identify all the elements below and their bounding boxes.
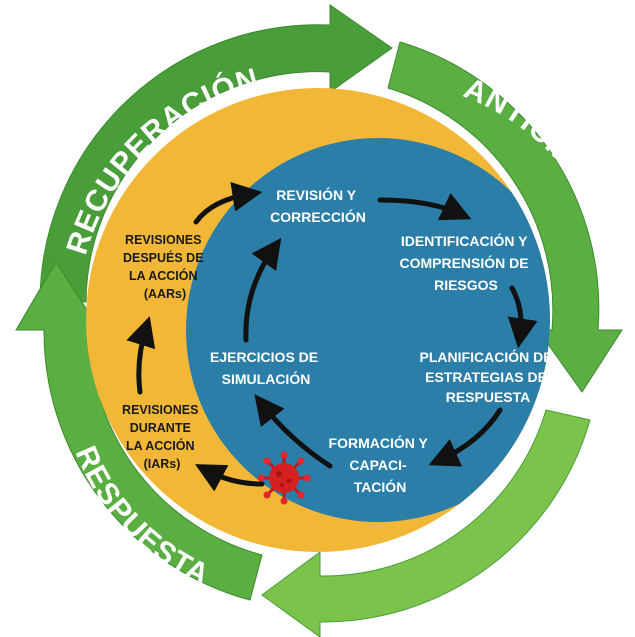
- inner-cycle-arrows: [243, 193, 538, 469]
- arrow-training-to-simulation: [254, 394, 333, 469]
- outer-arrow-left: [15, 261, 263, 601]
- outer-cycle-ring: [15, 4, 623, 637]
- arrow-aar-to-review: [193, 181, 263, 225]
- arrow-virus-to-iar: [194, 464, 265, 492]
- outer-arrow-bottom: [261, 409, 591, 637]
- virus-icon: [257, 451, 311, 505]
- label-review-correction: REVISIÓN Y CORRECCIÓN: [270, 186, 366, 225]
- side-arrows: [126, 181, 265, 492]
- arrow-planning-to-training: [428, 407, 503, 467]
- label-in-action-reviews: REVISIONES DURANTE LA ACCIÓN (IARs): [122, 403, 202, 471]
- arrow-simulation-to-review: [243, 237, 282, 343]
- arrow-iar-to-aar: [126, 316, 156, 395]
- label-training: FORMACIÓN Y CAPACI- TACIÓN: [329, 434, 432, 495]
- label-after-action-reviews: REVISIONES DESPUÉS DE LA ACCIÓN (AARs): [123, 233, 207, 301]
- label-response-planning: PLANIFICACIÓN DE ESTRATEGIAS DE RESPUEST…: [420, 348, 557, 405]
- label-risk-identification: IDENTIFICACIÓN Y COMPRENSIÓN DE RIESGOS: [399, 232, 532, 293]
- arrow-identification-to-planning: [507, 285, 538, 349]
- outer-arrow-top: [39, 4, 393, 303]
- outer-arrow-right: [387, 41, 623, 393]
- label-simulation-exercises: EJERCICIOS DE SIMULACIÓN: [210, 349, 322, 387]
- arrow-review-to-identification: [377, 193, 472, 221]
